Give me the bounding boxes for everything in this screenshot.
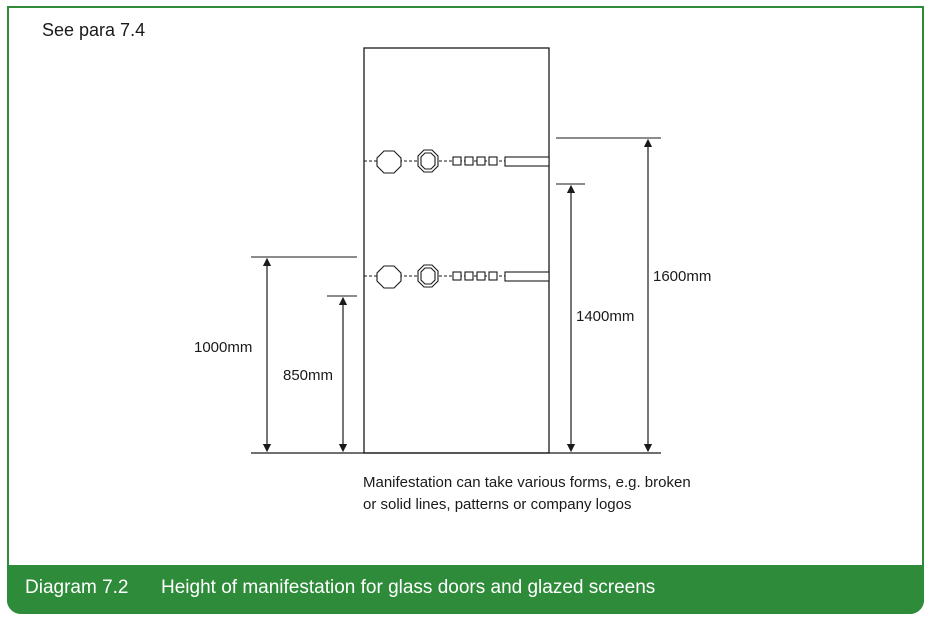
- octagon-logo-inner: [420, 267, 436, 285]
- upper-manifestation-band: [364, 149, 550, 174]
- dimension-label-1400: 1400mm: [576, 308, 635, 325]
- dimension-label-850: 850mm: [283, 367, 334, 384]
- octagon-logo-inner: [420, 152, 436, 170]
- octagon-logo: [376, 265, 402, 289]
- square-pattern: [452, 156, 462, 166]
- dimension-label-1000: 1000mm: [194, 339, 253, 356]
- dimension-label-1600: 1600mm: [653, 268, 712, 285]
- square-pattern: [452, 271, 462, 281]
- caption-number: Diagram 7.2: [25, 577, 129, 598]
- glass-door-panel: [363, 47, 550, 454]
- solid-strip: [504, 271, 550, 282]
- manifestation-note: Manifestation can take various forms, e.…: [363, 474, 691, 513]
- octagon-logo: [376, 150, 402, 174]
- caption-title: Height of manifestation for glass doors …: [161, 577, 656, 598]
- solid-strip: [504, 156, 550, 167]
- reference-label: See para 7.4: [42, 20, 146, 40]
- lower-manifestation-band: [364, 264, 550, 289]
- caption-bar: Diagram 7.2 Height of manifestation for …: [7, 565, 924, 614]
